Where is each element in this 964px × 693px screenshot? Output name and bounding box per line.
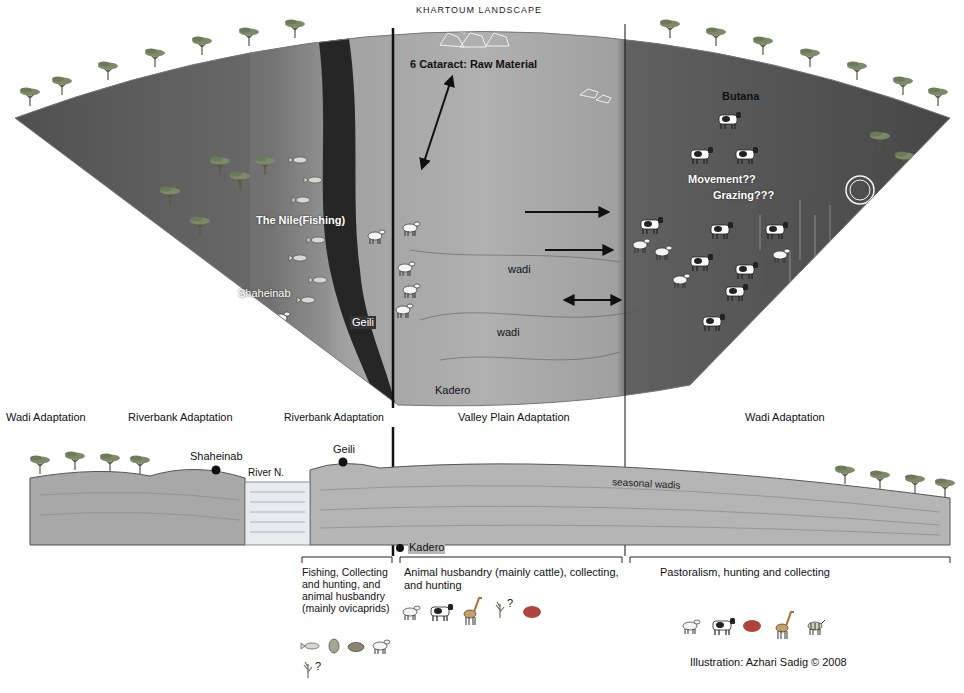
place-label: 6 Cataract: Raw Material xyxy=(410,58,537,71)
zone-heading: Valley Plain Adaptation xyxy=(458,411,570,424)
site-label: Kadero xyxy=(408,541,445,554)
annotation: Grazing??? xyxy=(713,189,774,202)
site-label: Shaheinab xyxy=(238,287,291,300)
wadi-label: wadi xyxy=(497,326,520,339)
credit-note: Illustration: Azhari Sadig © 2008 xyxy=(690,656,847,669)
acacia-trees xyxy=(20,20,948,107)
terrain-profile xyxy=(30,452,955,553)
site-label: Geili xyxy=(350,316,376,329)
zone-heading: Wadi Adaptation xyxy=(6,411,86,424)
terrain-label: seasonal wadis xyxy=(612,476,681,491)
wadi-label: wadi xyxy=(508,263,531,276)
zone-heading: Riverbank Adaptation xyxy=(128,411,233,424)
map-title: KHARTOUM LANDSCAPE xyxy=(0,5,961,15)
site-label: Kadero xyxy=(435,384,470,397)
annotation: Movement?? xyxy=(688,173,756,186)
place-label: Butana xyxy=(722,90,759,103)
site-label: Shaheinab xyxy=(190,450,243,463)
landscape-map xyxy=(0,0,964,425)
uncertainty-mark: ? xyxy=(507,597,513,610)
activity-text: Pastoralism, hunting and collecting xyxy=(660,566,830,579)
site-label: Geili xyxy=(333,443,355,456)
zone-heading: Riverbank Adaptation xyxy=(284,411,384,423)
activity-text: Fishing, Collecting and hunting, and ani… xyxy=(302,566,400,614)
river-label: River N. xyxy=(248,467,284,479)
place-label: The Nile(Fishing) xyxy=(256,214,345,227)
uncertainty-mark: ? xyxy=(315,660,321,673)
activity-text: Animal husbandry (mainly cattle), collec… xyxy=(404,566,624,591)
zone-heading: Wadi Adaptation xyxy=(745,411,825,424)
